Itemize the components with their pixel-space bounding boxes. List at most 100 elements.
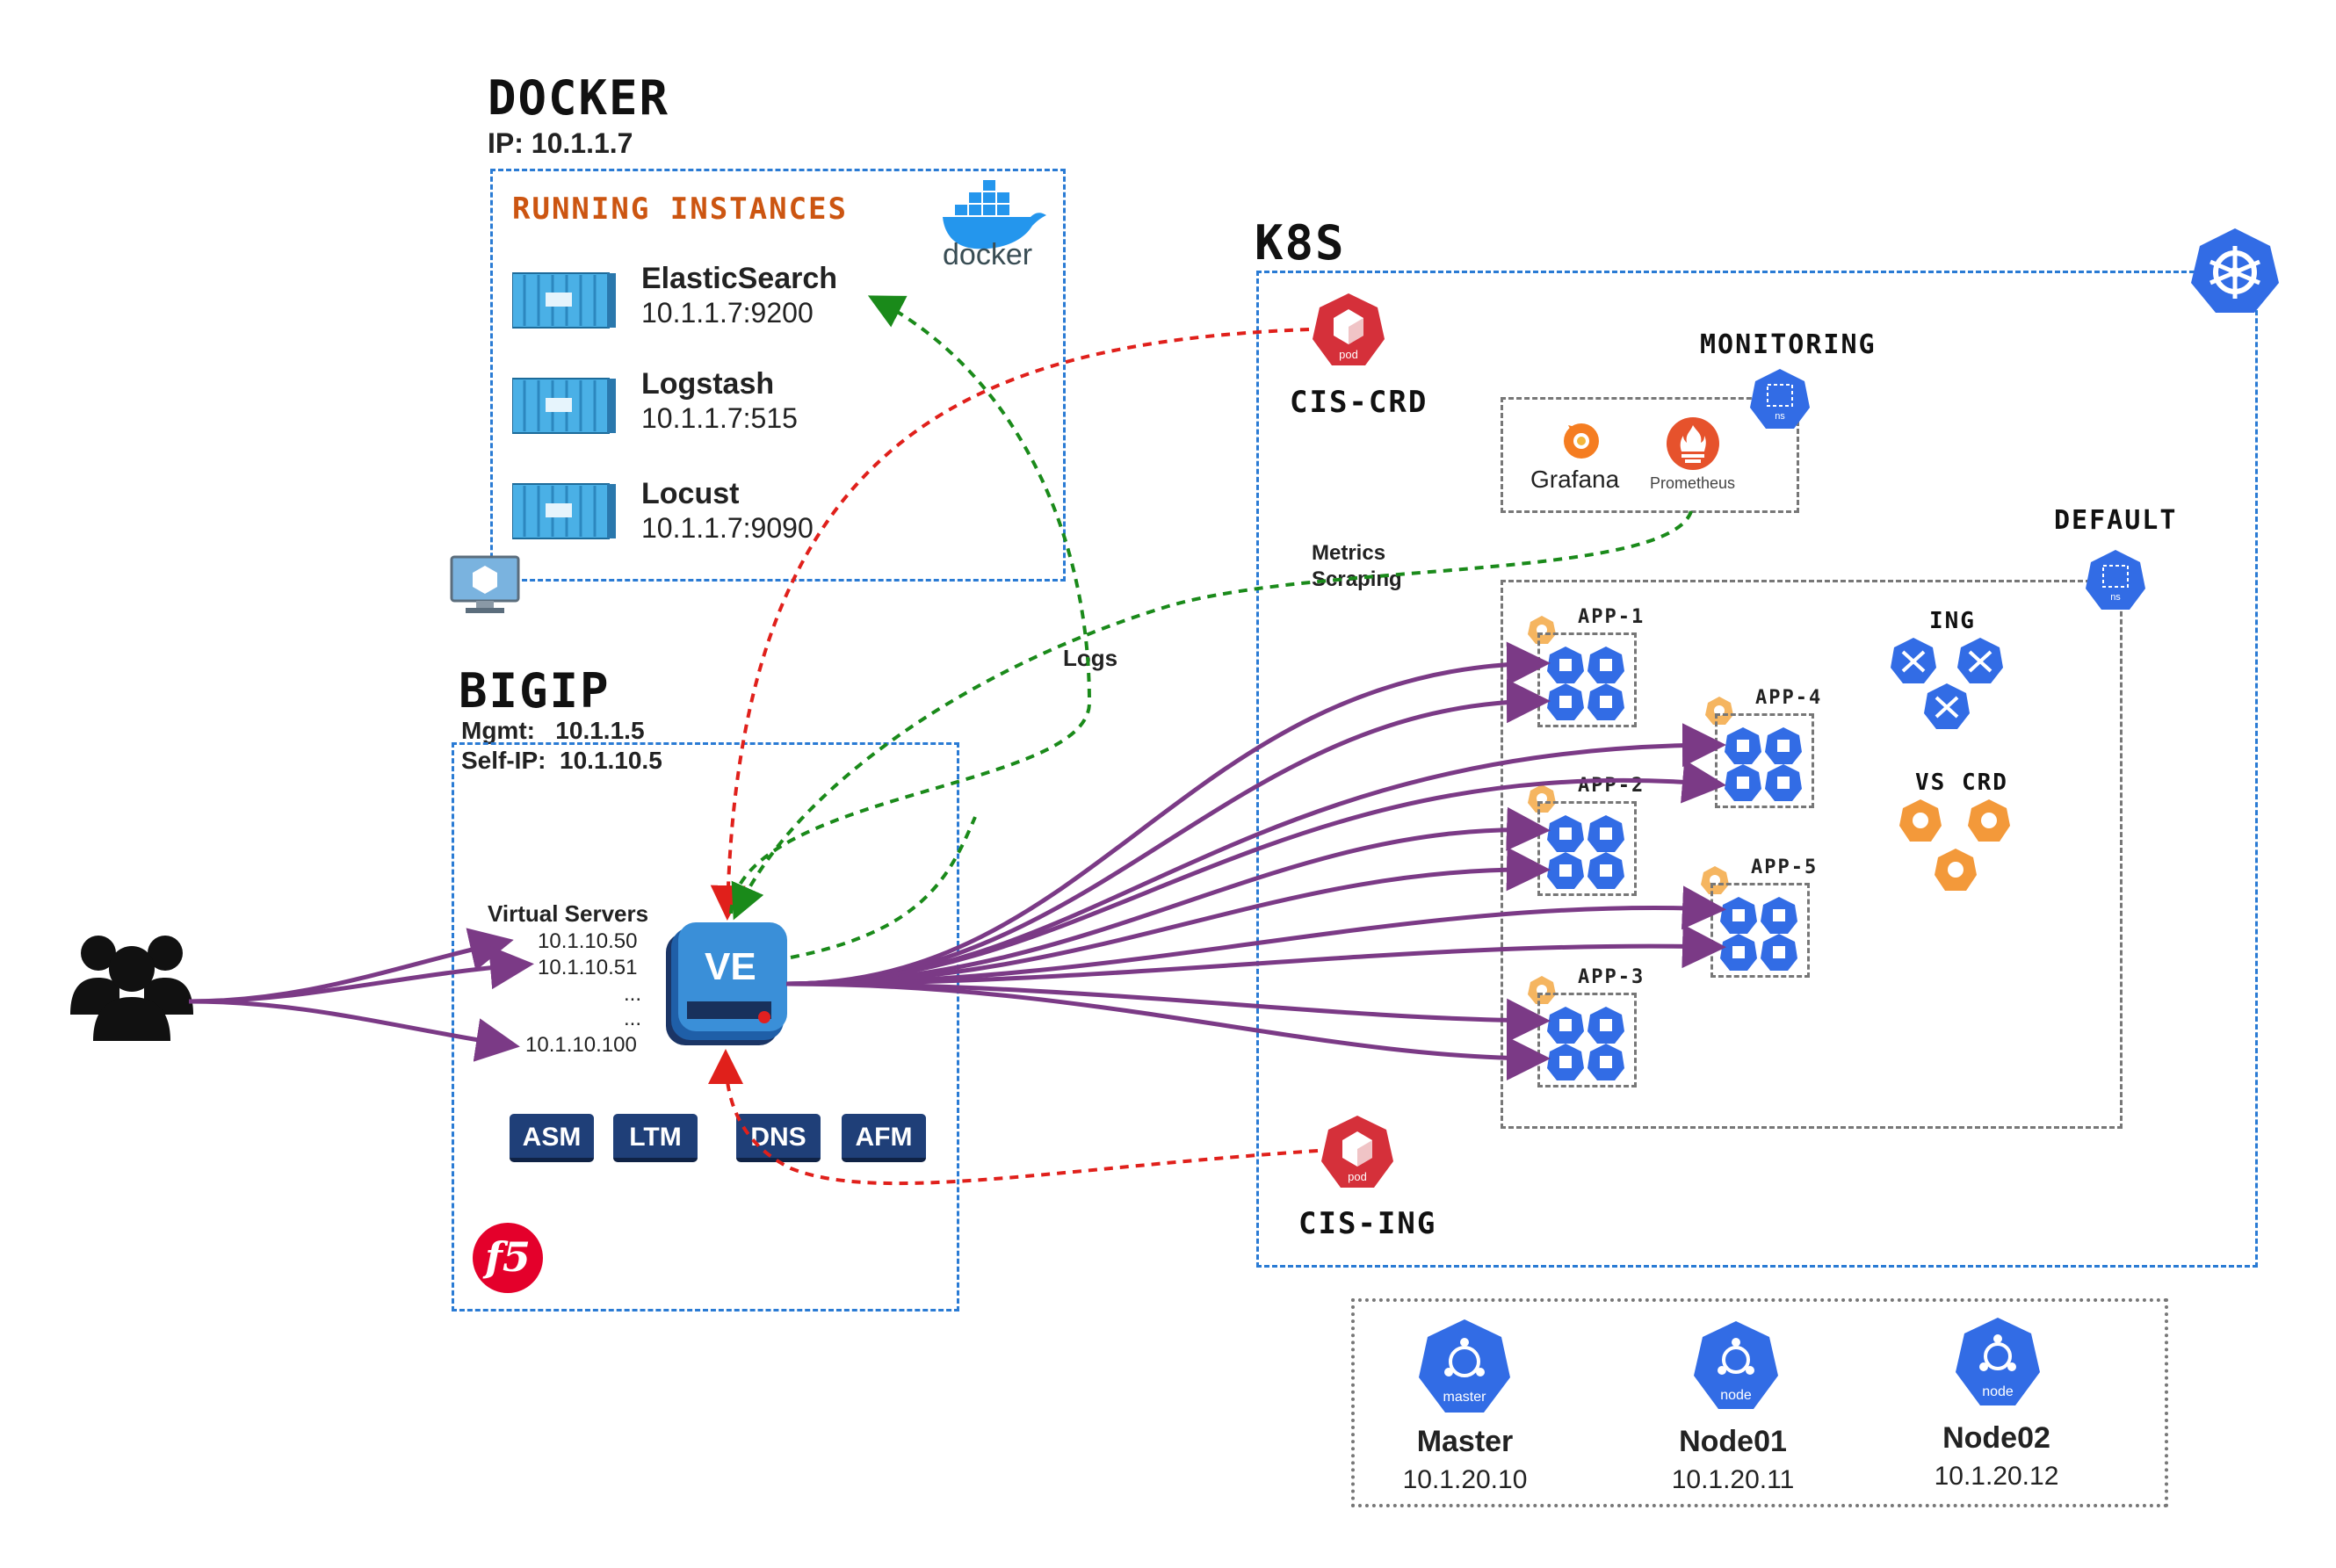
k8s-cluster-box [1256, 271, 2258, 1268]
kubernetes-logo-icon [2189, 227, 2281, 319]
master-badge-text: master [1443, 1390, 1486, 1405]
instance-name-2: Logstash [641, 367, 775, 401]
cis-crd-pod-icon: pod [1311, 292, 1386, 367]
ve-label: VE [705, 945, 756, 988]
edge-user-vs51 [188, 945, 534, 1004]
running-instances-title: RUNNING INSTANCES [512, 191, 848, 227]
vs-crd-icons [1898, 798, 2014, 900]
module-ltm-label: LTM [629, 1123, 682, 1152]
edge-ve-app5a [785, 885, 1726, 986]
app-group-2: APP-2 [1527, 775, 1643, 896]
node01-badge-text: node [1720, 1388, 1752, 1403]
edge-user-vs100 [188, 999, 520, 1062]
metrics-label: Metrics [1312, 541, 1386, 565]
container-icon-2 [511, 373, 618, 441]
app-pods-icon [1547, 647, 1624, 720]
module-dns-label: DNS [750, 1123, 806, 1152]
docker-box [490, 169, 1066, 582]
monitoring-ns-icon: ns [1748, 367, 1812, 430]
monitoring-box [1501, 397, 1799, 513]
edge-ve-app2a [785, 806, 1551, 986]
edge-ve-app2b [785, 847, 1551, 986]
docker-whale-icon [943, 180, 1046, 249]
node-name-master: Master [1416, 1425, 1514, 1458]
node-ip-master: 10.1.20.10 [1402, 1465, 1528, 1494]
docker-logo: docker [936, 180, 1050, 277]
app-label-5: APP-5 [1751, 856, 1819, 878]
app-label-1: APP-1 [1578, 606, 1645, 628]
app-pods-icon [1547, 1007, 1624, 1080]
edge-ve-app1a [785, 641, 1551, 986]
edge-ve-app5b [785, 924, 1726, 986]
bigip-title: BIGIP [459, 663, 611, 719]
ve-appliance-icon: VE [661, 921, 792, 1052]
prometheus-label: Prometheus [1650, 474, 1736, 492]
k8s-title: K8S [1255, 215, 1346, 271]
node-master: master Master 10.1.20.10 [1392, 1318, 1537, 1502]
app-label-3: APP-3 [1578, 966, 1645, 988]
node-ip-01: 10.1.20.11 [1671, 1465, 1795, 1494]
node-02: node Node02 10.1.20.12 [1924, 1316, 2069, 1500]
module-asm: ASM [510, 1114, 594, 1162]
app-pods-icon [1547, 815, 1624, 889]
edge-ve-app3b [785, 981, 1551, 1080]
default-ns-box [1501, 580, 2123, 1129]
module-ltm: LTM [613, 1114, 698, 1162]
bigip-box [452, 742, 959, 1311]
monitoring-label: MONITORING [1700, 329, 1877, 360]
docker-ip: IP: 10.1.1.7 [488, 127, 633, 159]
node-name-01: Node01 [1679, 1425, 1787, 1458]
monitoring-ns-text: ns [1775, 411, 1785, 422]
grafana-label: Grafana [1530, 466, 1620, 493]
docker-title: DOCKER [488, 70, 670, 126]
logs-label: Logs [1063, 645, 1118, 671]
cis-ing-pod-icon: pod [1320, 1114, 1395, 1189]
edge-ve-app4b [785, 759, 1726, 986]
virtual-servers-title: Virtual Servers [488, 900, 649, 927]
edge-metrics-scrape [731, 510, 1693, 921]
app-group-1: APP-1 [1527, 606, 1643, 727]
app-pods-icon [1720, 897, 1797, 971]
node-name-02: Node02 [1942, 1421, 2050, 1455]
bigip-mgmt: Mgmt: 10.1.1.5 [461, 717, 645, 744]
nodes-box [1351, 1298, 2168, 1507]
ingress-icons [1889, 636, 2021, 737]
cis-crd-label: CIS-CRD [1290, 385, 1428, 420]
container-icon-1 [511, 268, 618, 336]
instance-name-3: Locust [641, 477, 740, 510]
edge-cising-ve [708, 1049, 1319, 1186]
node-01: node Node01 10.1.20.11 [1660, 1319, 1805, 1504]
prometheus-icon [1666, 416, 1720, 475]
docker-logo-text: docker [943, 238, 1033, 271]
master-node-icon [1419, 1319, 1510, 1413]
module-asm-label: ASM [522, 1123, 582, 1152]
edge-ve-app3a [785, 981, 1551, 1043]
container-icon-3 [511, 479, 618, 546]
instance-addr-3: 10.1.1.7:9090 [641, 512, 814, 544]
app-pods-icon [1725, 727, 1802, 801]
edge-ciscrd-ve [710, 328, 1310, 921]
app-group-3: APP-3 [1527, 966, 1643, 1087]
module-afm-label: AFM [855, 1123, 913, 1152]
worker-node-icon [1956, 1318, 2040, 1405]
cis-ing-pod-text: pod [1348, 1170, 1367, 1183]
grafana-icon [1559, 418, 1603, 466]
vs-item-5: 10.1.10.100 [525, 1033, 637, 1057]
node-ip-02: 10.1.20.12 [1934, 1462, 2059, 1491]
edge-ve-metrics [790, 816, 977, 959]
app-group-4: APP-4 [1704, 687, 1820, 808]
ing-label: ING [1929, 608, 1976, 634]
vm-monitor-icon [450, 555, 520, 621]
f5-logo-text: f5 [485, 1233, 531, 1281]
edge-ve-app1b [785, 679, 1551, 986]
worker-node-icon [1694, 1321, 1778, 1409]
vs-crd-label: VS CRD [1915, 770, 2008, 796]
instance-addr-2: 10.1.1.7:515 [641, 402, 798, 434]
f5-logo: f5 [473, 1223, 543, 1293]
default-ns-label: DEFAULT [2054, 505, 2178, 536]
vs-item-4: ... [624, 1007, 642, 1030]
app-label-4: APP-4 [1755, 687, 1823, 709]
vs-item-1: 10.1.10.50 [538, 929, 638, 953]
vs-item-3: ... [624, 982, 642, 1006]
